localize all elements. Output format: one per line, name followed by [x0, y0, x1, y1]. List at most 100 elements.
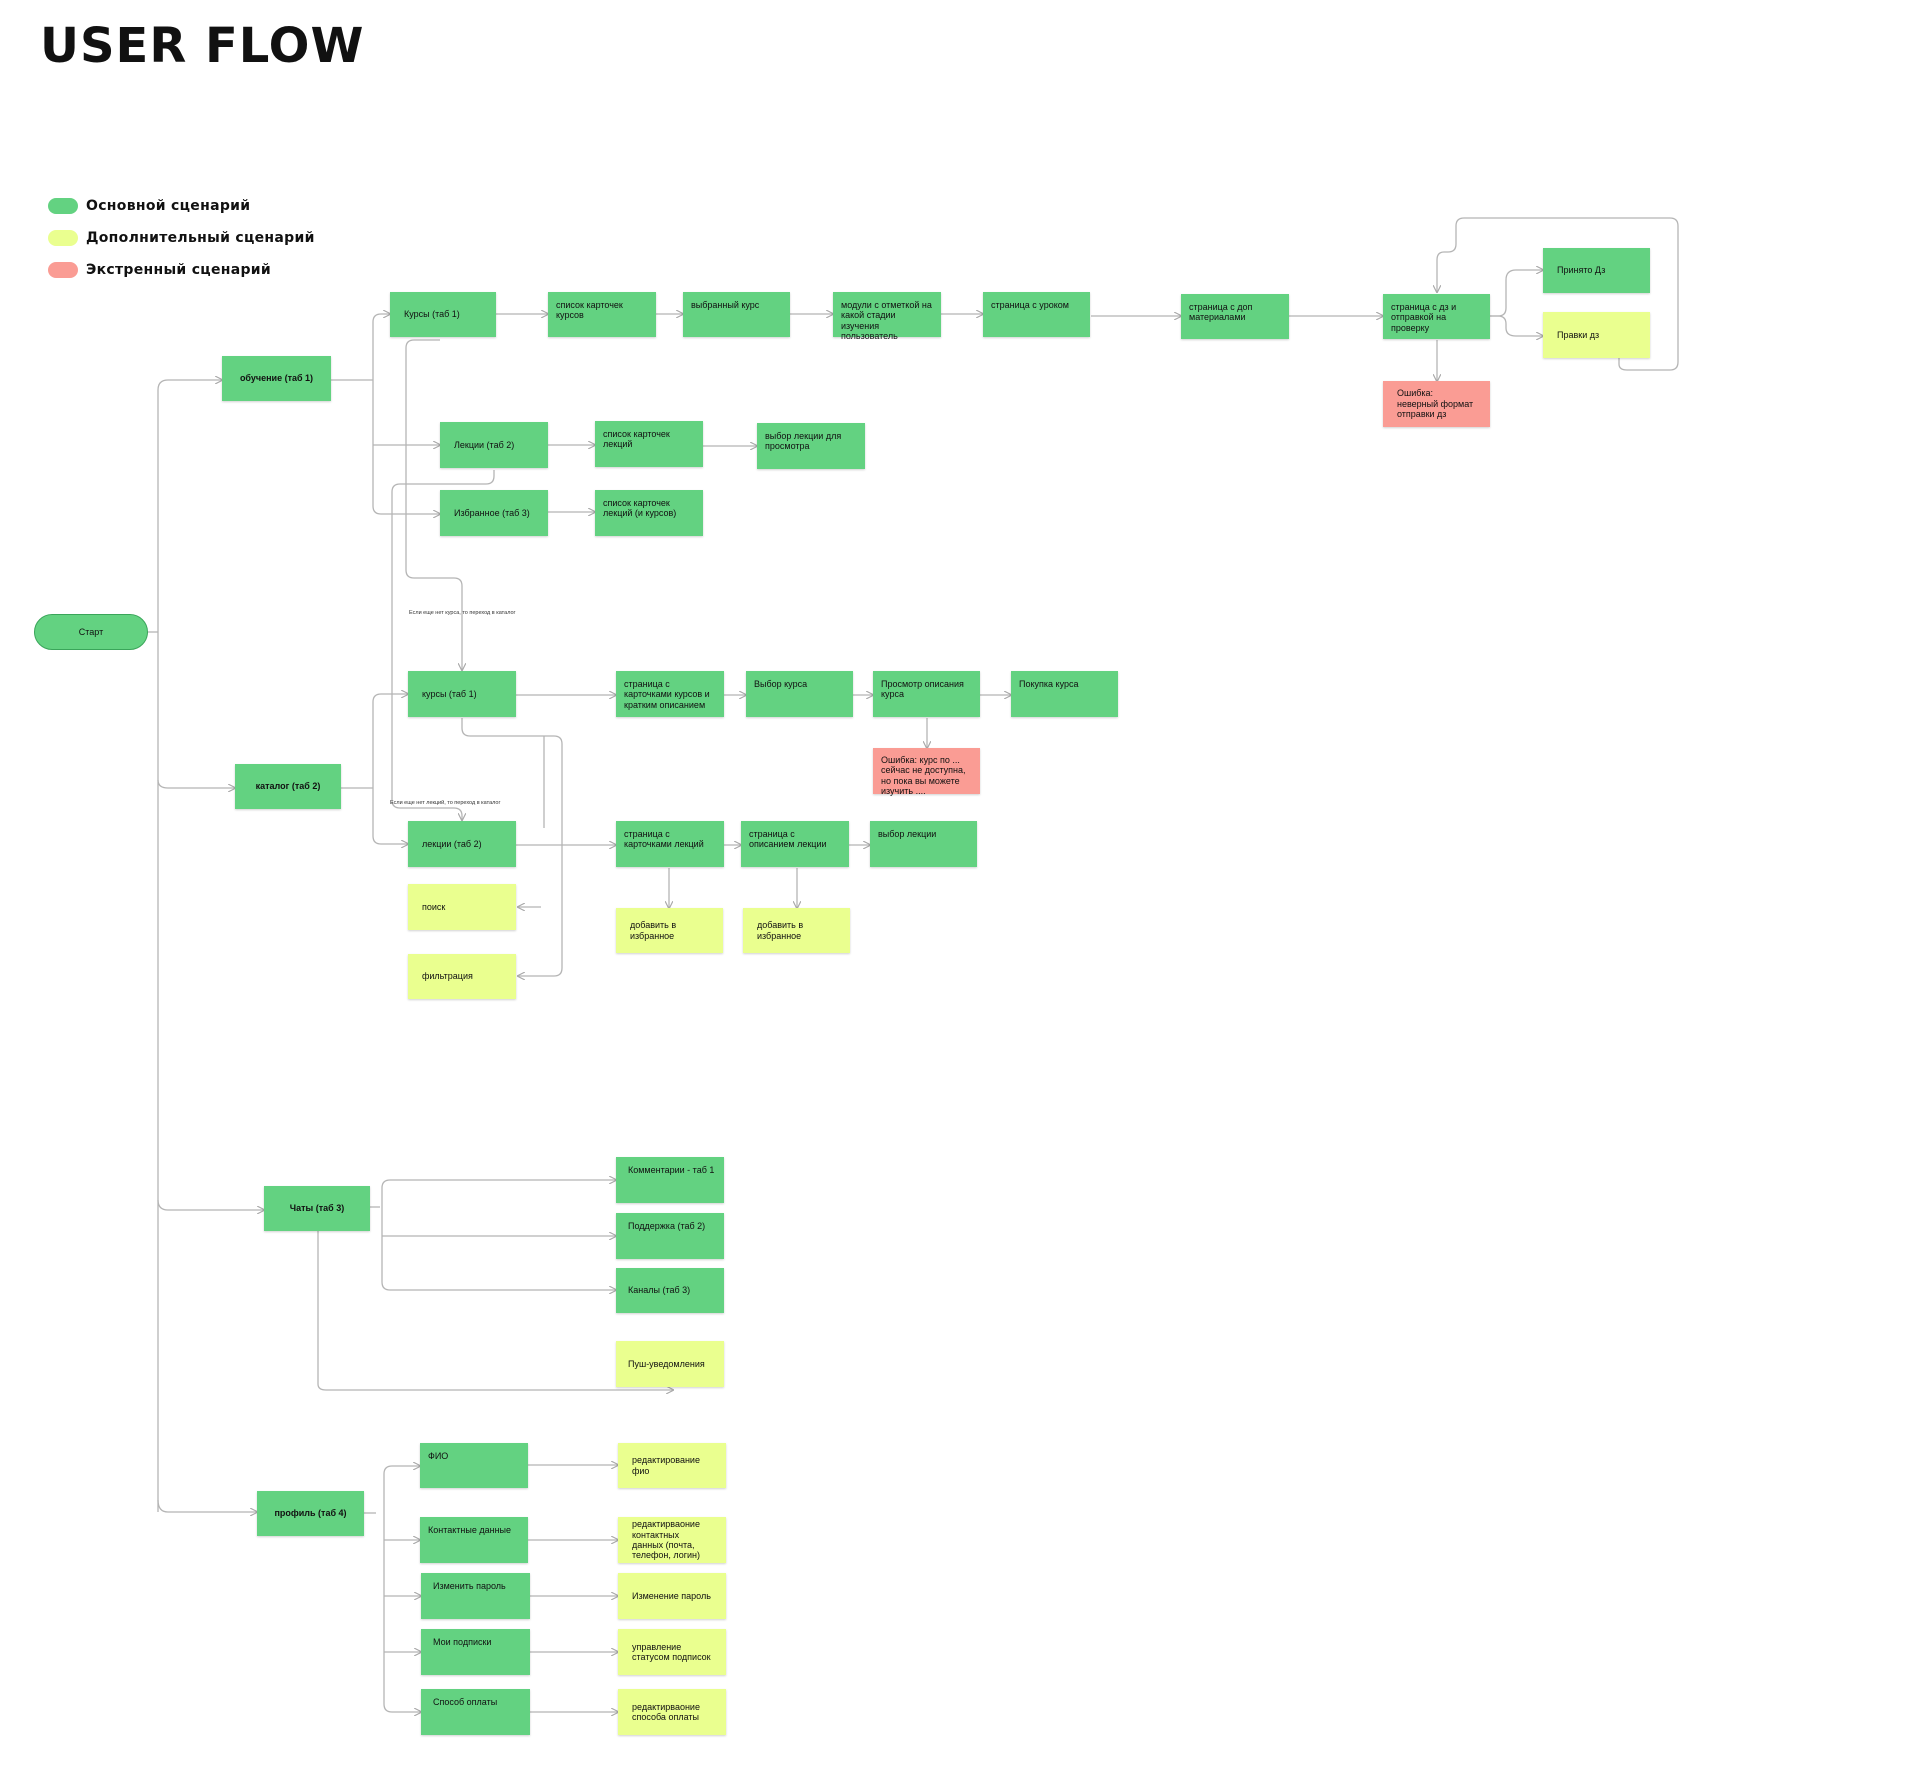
node-catalog-courses: курсы (таб 1) [408, 671, 516, 717]
node-catalog-label: каталог (таб 2) [255, 781, 321, 792]
node-profile-item-3: Изменить пароль [421, 1573, 530, 1619]
node-catalog-add-favorite-1: добавить в избранное [616, 908, 723, 953]
node-hw-accepted: Принято Дз [1543, 248, 1650, 293]
node-profile-item-3-label: Изменить пароль [433, 1581, 506, 1591]
node-catalog-courses-step-4-label: Покупка курса [1019, 679, 1079, 689]
node-catalog-courses-step-4: Покупка курса [1011, 671, 1118, 717]
node-hw-error: Ошибка: неверный формат отправки дз [1383, 381, 1490, 427]
node-profile-item-5-label: Способ оплаты [433, 1697, 498, 1707]
node-chats: Чаты (таб 3) [264, 1186, 370, 1231]
node-catalog-course-error-label: Ошибка: курс по ... сейчас не доступна, … [881, 755, 966, 797]
node-profile-action-4-label: управление статусом подписок [632, 1641, 711, 1662]
node-learning-courses-step-2-label: выбранный курс [691, 300, 760, 310]
node-catalog-add-favorite-2: добавить в избранное [743, 908, 850, 953]
node-learning-lectures-step-2: выбор лекции для просмотра [757, 423, 865, 469]
node-learning-courses-step-3: модули с отметкой на какой стадии изучен… [833, 292, 941, 341]
node-catalog-courses-step-2: Выбор курса [746, 671, 853, 717]
node-catalog: каталог (таб 2) [235, 764, 341, 809]
node-catalog-filter: фильтрация [408, 954, 516, 999]
node-profile-item-1: ФИО [420, 1443, 528, 1488]
node-learning-courses-step-4-label: страница с уроком [991, 300, 1069, 310]
node-profile-action-2: редактирваоние контактных данных (почта,… [618, 1517, 726, 1563]
node-catalog-lectures-step-2: страница с описанием лекции [741, 821, 849, 867]
node-catalog-add-favorite-2-label: добавить в избранное [757, 920, 804, 941]
node-catalog-course-error: Ошибка: курс по ... сейчас не доступна, … [873, 748, 980, 797]
node-learning-lectures: Лекции (таб 2) [440, 422, 548, 468]
node-learning-label: обучение (таб 1) [239, 373, 314, 384]
node-learning-favorites-step-1: список карточек лекций (и курсов) [595, 490, 703, 536]
node-catalog-lectures-step-1: страница с карточками лекций [616, 821, 724, 867]
node-chats-item-3-label: Каналы (таб 3) [628, 1285, 691, 1296]
node-hw-revisions-label: Правки дз [1557, 329, 1600, 340]
node-profile-action-3-label: Изменение пароль [632, 1590, 711, 1601]
node-profile-action-1-label: редактирование фио [632, 1455, 700, 1476]
node-learning-favorites-step-1-label: список карточек лекций (и курсов) [603, 498, 677, 519]
legend-item-extra: Дополнительный сценарий [48, 228, 315, 248]
node-learning-favorites-label: Избранное (таб 3) [454, 507, 530, 518]
node-learning: обучение (таб 1) [222, 356, 331, 401]
legend-swatch-extra [48, 230, 78, 246]
node-catalog-lectures-step-3-label: выбор лекции [878, 829, 937, 839]
node-learning-lectures-label: Лекции (таб 2) [454, 439, 515, 450]
node-learning-lectures-step-1: список карточек лекций [595, 421, 703, 467]
node-profile-item-4-label: Мои подписки [433, 1637, 492, 1647]
node-profile-action-5-label: редактирваоние способа оплаты [632, 1701, 700, 1722]
node-profile-action-1: редактирование фио [618, 1443, 726, 1488]
node-learning-courses-step-1-label: список карточек курсов [556, 300, 623, 321]
node-chats-push: Пуш-уведомления [616, 1341, 724, 1387]
node-learning-courses-step-6: страница с дз и отправкой на проверку [1383, 294, 1490, 339]
legend-swatch-main [48, 198, 78, 214]
start-node: Старт [34, 614, 148, 650]
node-catalog-courses-label: курсы (таб 1) [422, 688, 477, 699]
page-title: USER FLOW [40, 18, 365, 74]
node-catalog-lectures: лекции (таб 2) [408, 821, 516, 867]
node-learning-courses-step-6-label: страница с дз и отправкой на проверку [1391, 302, 1457, 333]
node-learning-courses-step-3-label: модули с отметкой на какой стадии изучен… [841, 300, 932, 342]
node-learning-courses-step-5-label: страница с доп материалами [1189, 302, 1253, 323]
node-profile: профиль (таб 4) [257, 1491, 364, 1536]
node-learning-favorites: Избранное (таб 3) [440, 490, 548, 536]
node-learning-courses-step-2: выбранный курс [683, 292, 790, 337]
legend-item-main: Основной сценарий [48, 196, 250, 216]
node-profile-label: профиль (таб 4) [274, 1508, 347, 1519]
node-catalog-courses-step-1-label: страница с карточками курсов и кратким о… [624, 679, 710, 710]
node-profile-action-4: управление статусом подписок [618, 1629, 726, 1675]
node-catalog-search-label: поиск [422, 901, 446, 912]
node-catalog-courses-step-3-label: Просмотр описания курса [881, 679, 964, 700]
node-catalog-filter-label: фильтрация [422, 971, 473, 982]
node-learning-courses-step-5: страница с доп материалами [1181, 294, 1289, 339]
node-chats-push-label: Пуш-уведомления [628, 1358, 705, 1369]
legend-swatch-error [48, 262, 78, 278]
node-learning-courses-label: Курсы (таб 1) [404, 309, 460, 320]
node-catalog-lectures-step-1-label: страница с карточками лекций [624, 829, 704, 850]
node-hw-accepted-label: Принято Дз [1557, 265, 1606, 276]
node-profile-item-2: Контактные данные [420, 1517, 528, 1563]
node-profile-item-1-label: ФИО [428, 1451, 449, 1461]
node-learning-courses-step-1: список карточек курсов [548, 292, 656, 337]
legend-label-main: Основной сценарий [86, 198, 251, 214]
node-catalog-courses-step-3: Просмотр описания курса [873, 671, 980, 717]
node-hw-revisions: Правки дз [1543, 312, 1650, 358]
start-node-label: Старт [78, 627, 104, 637]
node-chats-item-3: Каналы (таб 3) [616, 1268, 724, 1313]
node-profile-action-3: Изменение пароль [618, 1573, 726, 1619]
node-hw-error-label: Ошибка: неверный формат отправки дз [1397, 388, 1474, 420]
node-chats-item-1: Комментарии - таб 1 [616, 1157, 724, 1203]
node-learning-lectures-step-1-label: список карточек лекций [603, 429, 670, 450]
note-no-courses: Если еще нет курса, то переход в каталог [409, 610, 516, 616]
legend-label-error: Экстренный сценарий [86, 262, 272, 278]
legend-label-extra: Дополнительный сценарий [86, 230, 315, 246]
node-learning-lectures-step-2-label: выбор лекции для просмотра [765, 431, 842, 452]
node-profile-item-4: Мои подписки [421, 1629, 530, 1675]
node-catalog-courses-step-1: страница с карточками курсов и кратким о… [616, 671, 724, 717]
node-profile-action-2-label: редактирваоние контактных данных (почта,… [632, 1519, 701, 1561]
node-catalog-lectures-step-3: выбор лекции [870, 821, 977, 867]
node-profile-item-2-label: Контактные данные [428, 1525, 512, 1535]
node-catalog-courses-step-2-label: Выбор курса [754, 679, 808, 689]
node-learning-courses-step-4: страница с уроком [983, 292, 1090, 337]
legend-item-error: Экстренный сценарий [48, 260, 271, 280]
node-chats-label: Чаты (таб 3) [289, 1203, 345, 1214]
node-chats-item-2: Поддержка (таб 2) [616, 1213, 724, 1259]
node-learning-courses: Курсы (таб 1) [390, 292, 496, 337]
